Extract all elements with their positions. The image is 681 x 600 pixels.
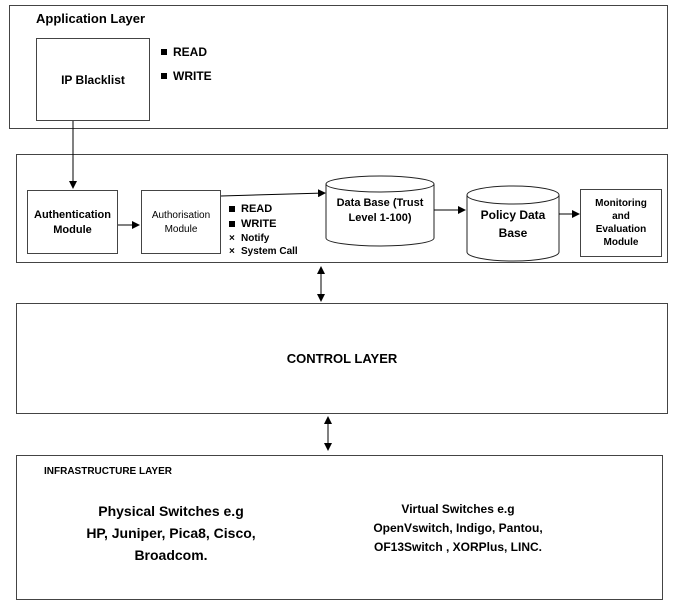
app-permission-write: WRITE — [161, 69, 212, 83]
control-layer-box: CONTROL LAYER — [16, 303, 668, 414]
auth-permission-label: READ — [241, 203, 273, 215]
auth-permission-label: System Call — [241, 246, 298, 257]
monitoring-module-box: Monitoring and Evaluation Module — [580, 189, 662, 257]
physical-switches-label: Physical Switches e.g HP, Juniper, Pica8… — [53, 495, 289, 571]
auth-permission-label: Notify — [241, 233, 270, 244]
auth-permission-notify: × Notify — [229, 233, 269, 244]
infrastructure-layer-title: INFRASTRUCTURE LAYER — [44, 466, 172, 477]
auth-permission-read: READ — [229, 203, 272, 215]
monitoring-label-line3: Evaluation — [595, 224, 647, 235]
application-layer-title: Application Layer — [36, 11, 146, 26]
physical-line2: HP, Juniper, Pica8, Cisco, — [86, 525, 256, 541]
permission-label: READ — [173, 45, 208, 59]
ip-blacklist-label: IP Blacklist — [61, 72, 125, 87]
bullet-square-icon — [229, 206, 235, 212]
policy-label-line2: Base — [498, 226, 528, 240]
authentication-module-box: Authentication Module — [27, 190, 118, 254]
app-permission-read: READ — [161, 45, 207, 59]
control-layer-title: CONTROL LAYER — [286, 351, 398, 366]
bullet-square-icon — [229, 221, 235, 227]
auth-permission-label: WRITE — [241, 218, 277, 230]
arrow-authorisation-to-database — [220, 189, 326, 198]
ip-blacklist-box: IP Blacklist — [36, 38, 150, 121]
auth-permission-system-call: × System Call — [229, 246, 298, 257]
database-label-line1: Data Base (Trust — [336, 196, 424, 209]
policy-database-label: Policy Data Base — [467, 204, 559, 244]
physical-line1: Physical Switches e.g — [98, 503, 244, 519]
bullet-square-icon — [161, 49, 167, 55]
policy-database-cylinder-icon — [466, 185, 560, 262]
bullet-x-icon: × — [229, 246, 235, 257]
virtual-line2: OpenVswitch, Indigo, Pantou, — [373, 521, 543, 535]
database-label: Data Base (Trust Level 1-100) — [326, 190, 434, 230]
authorisation-label-line2: Module — [164, 223, 198, 235]
permission-label: WRITE — [173, 69, 212, 83]
auth-permission-write: WRITE — [229, 218, 276, 230]
physical-line3: Broadcom. — [134, 547, 208, 563]
database-cylinder-icon — [325, 175, 435, 247]
authorisation-module-box: Authorisation Module — [141, 190, 221, 254]
authentication-label-line2: Module — [53, 223, 92, 236]
policy-label-line1: Policy Data — [480, 208, 546, 222]
monitoring-label-line2: and — [612, 211, 630, 222]
virtual-line3: OF13Switch , XORPlus, LINC. — [373, 540, 543, 554]
database-label-line2: Level 1-100) — [348, 211, 412, 224]
bullet-x-icon: × — [229, 233, 235, 244]
monitoring-label-line4: Module — [603, 237, 639, 248]
virtual-line1: Virtual Switches e.g — [401, 502, 515, 516]
bullet-square-icon — [161, 73, 167, 79]
virtual-switches-label: Virtual Switches e.g OpenVswitch, Indigo… — [359, 490, 557, 566]
infrastructure-layer-box — [16, 455, 663, 600]
authentication-label-line1: Authentication — [34, 208, 111, 221]
authorisation-label-line1: Authorisation — [151, 209, 211, 221]
monitoring-label-line1: Monitoring — [595, 198, 647, 209]
